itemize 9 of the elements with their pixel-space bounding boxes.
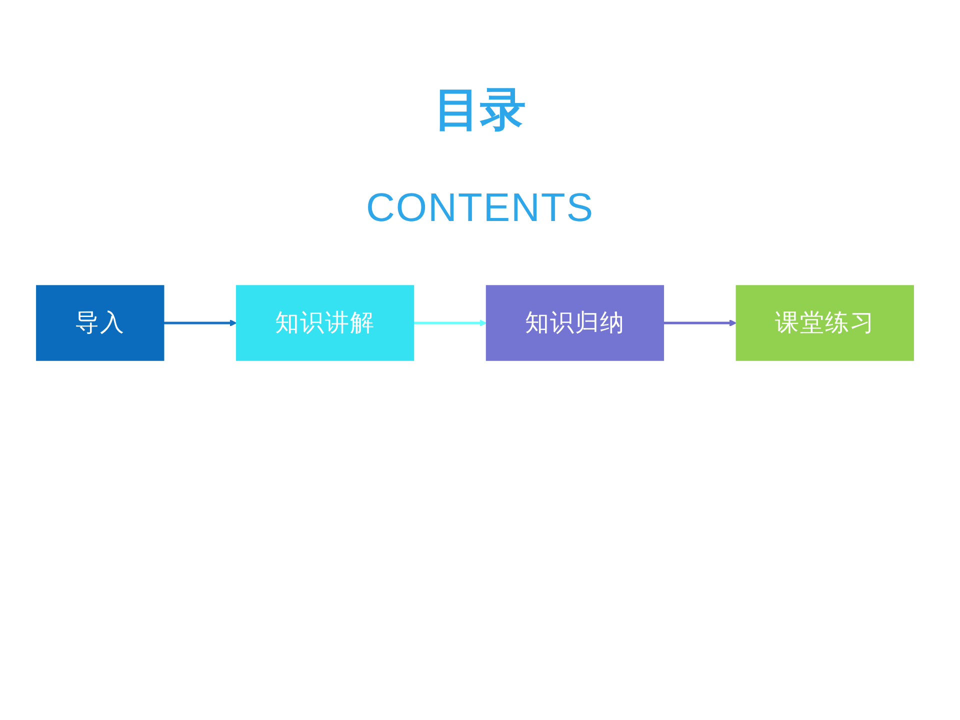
arrow <box>164 319 237 327</box>
subtitle: CONTENTS <box>366 186 594 231</box>
node-box: 知识讲解 <box>236 285 414 361</box>
arrow <box>664 319 737 327</box>
arrow <box>414 319 487 327</box>
node-box: 导入 <box>36 285 164 361</box>
node-box: 课堂练习 <box>736 285 914 361</box>
title: 目录 <box>434 84 526 135</box>
node-box: 知识归纳 <box>486 285 664 361</box>
